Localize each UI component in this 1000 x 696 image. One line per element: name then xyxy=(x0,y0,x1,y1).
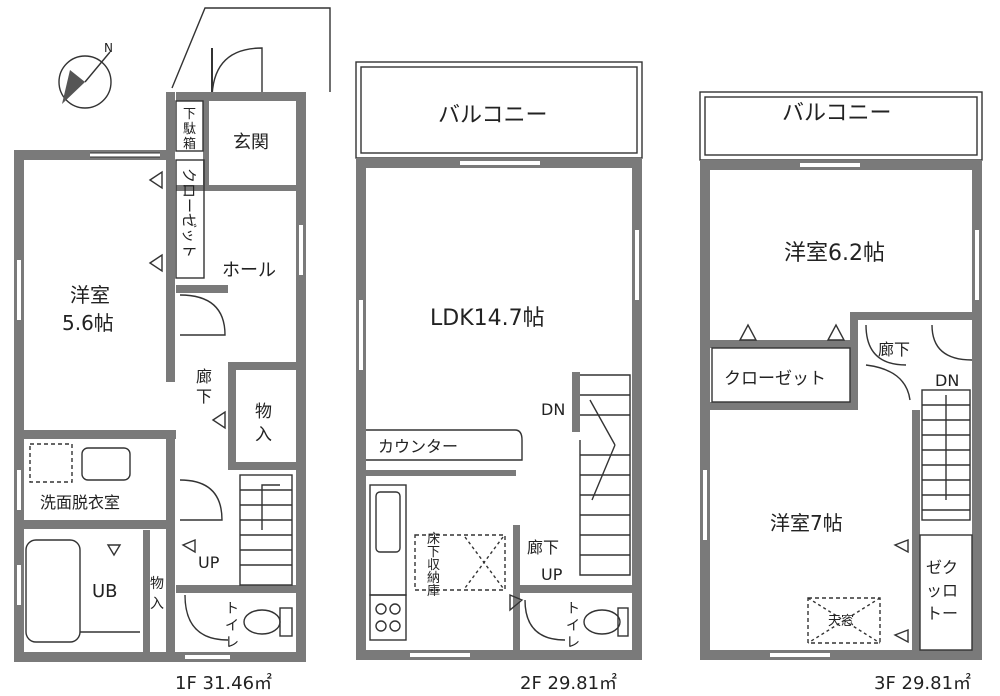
floor3-plan: バルコニー 洋室6.2帖 廊下 DN クローゼット 洋室7帖 ゼク ッロ トー … xyxy=(699,91,983,694)
floor2-title: 2F 29.81㎡ xyxy=(520,672,617,694)
toilet-1f xyxy=(243,609,281,635)
counter-label: カウンター xyxy=(378,437,458,456)
getabako-label-3: 箱 xyxy=(183,136,196,152)
up-label-2f: UP xyxy=(541,565,563,584)
rouka-2f-label: 廊下 xyxy=(527,538,559,557)
skylight xyxy=(807,597,881,644)
compass-icon: N xyxy=(58,41,113,109)
dn-label-2f: DN xyxy=(541,400,565,419)
closet-1f xyxy=(175,159,205,279)
closet-3f xyxy=(711,347,851,403)
storage-label-5: 庫 xyxy=(427,584,440,599)
stairs-1f xyxy=(239,474,293,586)
toilet-2f-label-2: イ xyxy=(566,618,580,634)
room-label-yoshitsu: 洋室 xyxy=(70,283,110,307)
rouka-label-2: 下 xyxy=(196,387,212,406)
toilet-1f-label-3: レ xyxy=(225,635,239,651)
balcony-3f-label: バルコニー xyxy=(782,101,892,126)
floor-storage xyxy=(414,534,506,591)
closet-1f-label: クローゼット xyxy=(180,168,198,258)
getabako-label-2: 駄 xyxy=(183,122,196,137)
wcloset-label-2: ッロ xyxy=(926,581,958,600)
balcony-2f-label: バルコニー xyxy=(438,103,548,128)
room-label-genkan: 玄関 xyxy=(233,132,269,153)
dn-label-3f: DN xyxy=(935,371,959,390)
counter-2f xyxy=(366,429,523,461)
floor1-plan: N xyxy=(14,7,331,694)
toilet-2f xyxy=(583,609,621,635)
floor3-title: 3F 29.81㎡ xyxy=(874,672,971,694)
wcloset-label-3: トー xyxy=(926,604,958,623)
monoire-label-2: 入 xyxy=(255,425,272,445)
stairs-2f xyxy=(579,374,631,576)
toilet-2f-label-3: レ xyxy=(566,635,580,651)
washbasin xyxy=(81,447,131,481)
room-label-hall: ホール xyxy=(222,260,276,281)
getabako-label-1: 下 xyxy=(183,107,196,122)
room-label-yoshitsu-7: 洋室7帖 xyxy=(770,511,843,535)
closet-3f-label: クローゼット xyxy=(724,369,826,389)
storage-label-3: 収 xyxy=(427,558,440,573)
stairs-3f xyxy=(921,389,971,521)
rouka-label-1: 廊 xyxy=(196,367,212,386)
rouka-3f-label: 廊下 xyxy=(878,340,910,359)
floor1-title: 1F 31.46㎡ xyxy=(175,672,272,694)
toilet-1f-label-1: ト xyxy=(225,601,239,617)
bathtub xyxy=(25,539,81,643)
getabako xyxy=(175,100,204,152)
room-label-ldk: LDK14.7帖 xyxy=(430,306,545,331)
room-label-ub: UB xyxy=(92,581,118,602)
wcloset-label-1: ゼク xyxy=(926,558,958,577)
walkin-closet-3f xyxy=(919,534,973,651)
compass-north-label: N xyxy=(104,41,113,55)
skylight-label: 天窓 xyxy=(828,613,854,629)
room-label-yoshitsu-62: 洋室6.2帖 xyxy=(784,241,885,266)
storage-label-2: 下 xyxy=(427,545,440,560)
monoire-label-1: 物 xyxy=(255,402,272,422)
entrance-porch xyxy=(171,7,331,92)
storage-label-1: 床 xyxy=(427,532,440,547)
kitchen-stove xyxy=(369,594,407,641)
room-label-yoshitsu-size: 5.6帖 xyxy=(62,311,114,335)
toilet-2f-label-1: ト xyxy=(566,601,580,617)
toilet-1f-label-2: イ xyxy=(225,618,239,634)
monoire2-label-1: 物 xyxy=(150,576,164,592)
storage-label-4: 納 xyxy=(427,571,440,586)
up-label-1f: UP xyxy=(198,553,220,572)
monoire2-label-2: 入 xyxy=(150,596,164,612)
room-label-senmen: 洗面脱衣室 xyxy=(40,493,120,512)
floor2-plan: バルコニー LDK14.7帖 カウンター DN 床 下 収 納 庫 廊下 UP … xyxy=(355,61,643,694)
